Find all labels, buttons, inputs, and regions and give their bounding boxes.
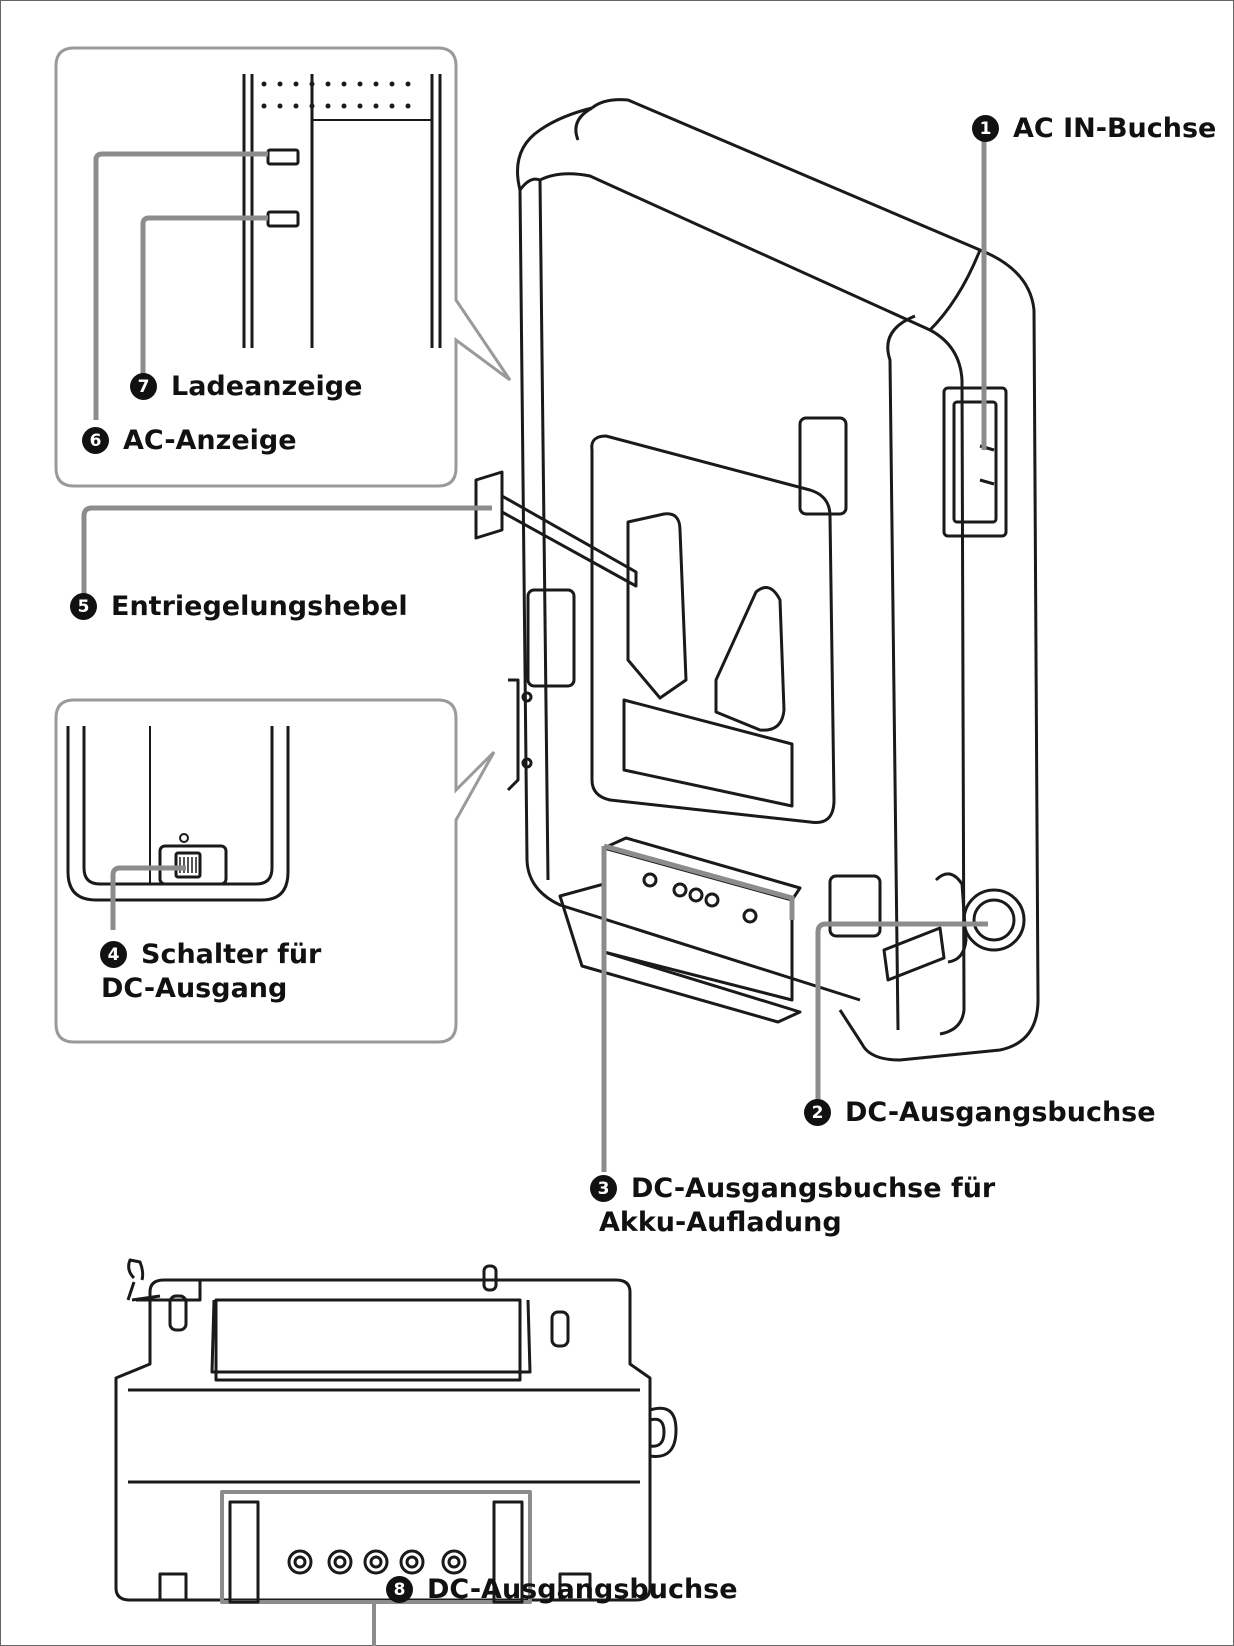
callout-4-text-line2: DC-Ausgang — [101, 973, 288, 1004]
callout-2-text: DC-Ausgangsbuchse — [845, 1097, 1156, 1128]
indicator-zoom-panel — [54, 46, 512, 488]
callout-6-text: AC-Anzeige — [123, 425, 297, 456]
callout-4-dc-output-switch: 4 Schalter für DC-Ausgang — [100, 938, 321, 1006]
callout-1-text: AC IN-Buchse — [1013, 113, 1217, 144]
callout-8-dc-output-jack-bottom: 8 DC-Ausgangsbuchse — [386, 1573, 738, 1607]
badge-7: 7 — [130, 373, 157, 400]
callout-3-charging-dc-jack: 3 DC-Ausgangsbuchse für Akku-Aufladung — [590, 1172, 995, 1240]
callout-2-dc-output-jack: 2 DC-Ausgangsbuchse — [804, 1096, 1156, 1130]
badge-3: 3 — [590, 1175, 617, 1202]
badge-6: 6 — [82, 427, 109, 454]
callout-6-ac-indicator: 6 AC-Anzeige — [82, 424, 297, 458]
badge-5: 5 — [70, 593, 97, 620]
callout-3-text-line1: DC-Ausgangsbuchse für — [631, 1173, 996, 1204]
callout-3-text-line2: Akku-Aufladung — [599, 1207, 842, 1238]
badge-4: 4 — [100, 941, 127, 968]
charger-body — [474, 98, 1040, 1062]
callout-8-text: DC-Ausgangsbuchse — [427, 1574, 738, 1605]
callout-7-text: Ladeanzeige — [171, 371, 363, 402]
vent-dots — [261, 81, 411, 109]
callout-1-ac-in-jack: 1 AC IN-Buchse — [972, 112, 1216, 146]
switch-zoom-panel — [54, 698, 496, 1044]
badge-2: 2 — [804, 1099, 831, 1126]
badge-1: 1 — [972, 115, 999, 142]
bottom-view — [114, 1258, 678, 1604]
callout-4-text-line1: Schalter für — [141, 939, 322, 970]
callout-5-release-lever: 5 Entriegelungshebel — [70, 590, 408, 624]
badge-8: 8 — [386, 1576, 413, 1603]
callout-7-charge-indicator: 7 Ladeanzeige — [130, 370, 362, 404]
callout-5-text: Entriegelungshebel — [111, 591, 408, 622]
